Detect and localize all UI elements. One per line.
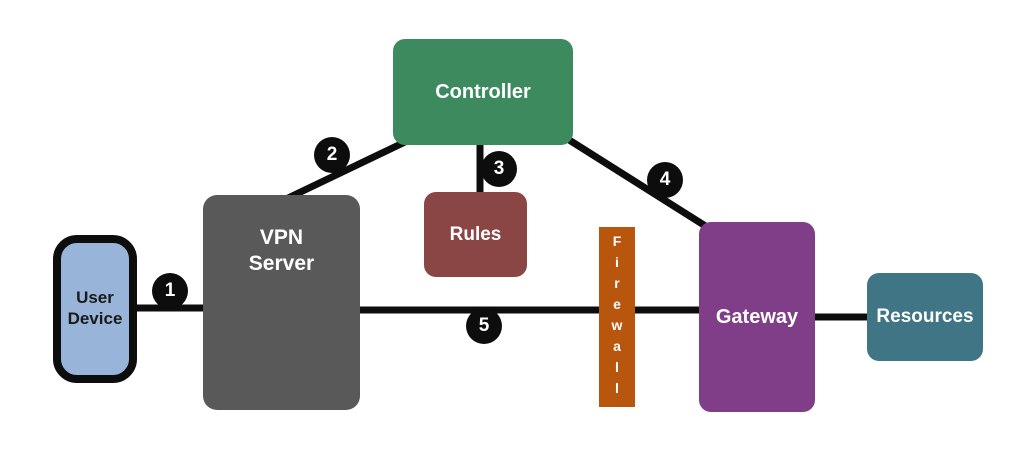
step-badge-2: 2 — [314, 137, 350, 173]
step-badge-3: 3 — [481, 151, 517, 187]
node-user-device: User Device — [53, 235, 137, 383]
edge-controller-gateway — [564, 135, 709, 230]
node-user-device-label: User Device — [68, 288, 123, 329]
node-resources: Resources — [867, 273, 983, 361]
node-vpn-server: VPN Server — [203, 195, 360, 410]
node-rules-label: Rules — [449, 223, 502, 245]
node-firewall-label: Firewall — [609, 233, 625, 401]
node-resources-label: Resources — [876, 306, 974, 328]
node-controller-label: Controller — [435, 80, 531, 103]
node-vpn-server-label-line2: Server — [248, 251, 315, 275]
node-gateway-label: Gateway — [715, 305, 799, 328]
step-badge-5: 5 — [466, 308, 502, 344]
step-badge-4: 4 — [647, 162, 683, 198]
node-rules: Rules — [424, 192, 527, 277]
node-user-device-label-line1: User — [76, 288, 114, 308]
node-vpn-server-label: VPN Server — [249, 225, 314, 276]
edge-vpn-server-controller — [284, 138, 407, 203]
step-badge-1: 1 — [152, 273, 188, 309]
node-firewall: Firewall — [599, 227, 635, 407]
node-gateway: Gateway — [699, 222, 815, 412]
node-user-device-label-line2: Device — [67, 309, 123, 328]
node-controller: Controller — [393, 39, 573, 145]
node-vpn-server-label-line1: VPN — [259, 226, 304, 249]
